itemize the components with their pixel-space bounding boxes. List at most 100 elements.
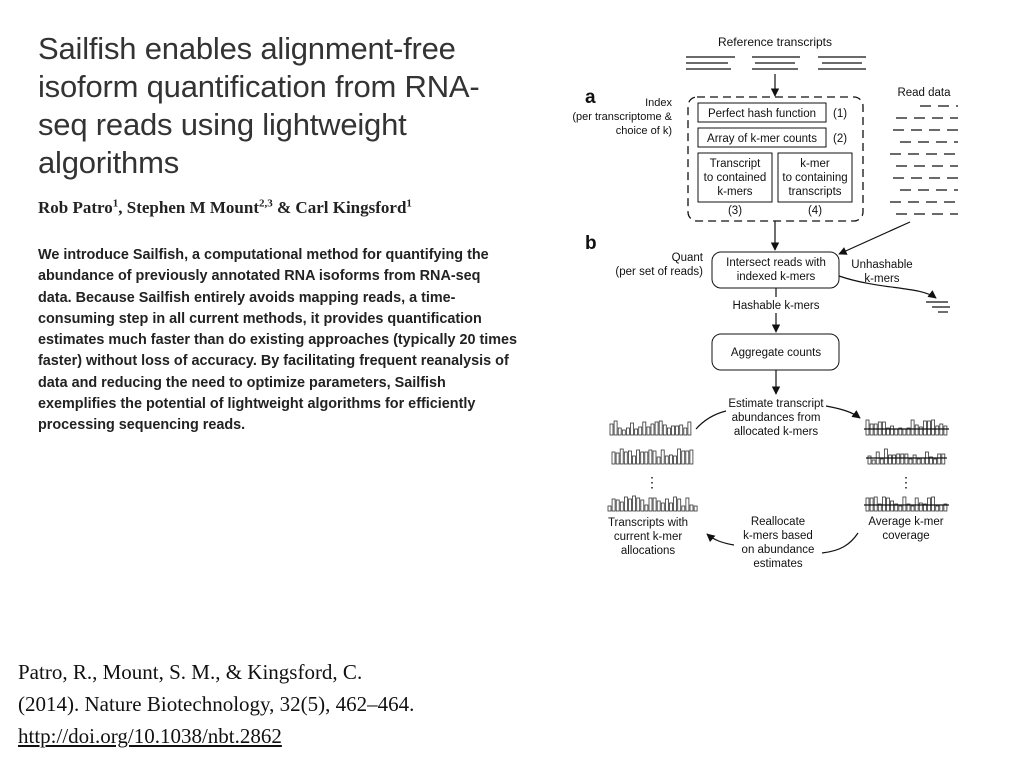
histogram-bar (675, 425, 679, 436)
histogram-bar (615, 452, 620, 465)
histogram-bar (634, 428, 638, 436)
histogram-bar (656, 456, 661, 465)
histogram-bar (685, 450, 690, 465)
histogram-bar (652, 497, 657, 512)
kmer-counts-box (697, 127, 827, 148)
histogram-bar (896, 453, 901, 465)
histogram-bar (642, 421, 647, 436)
histogram-bar (894, 503, 899, 512)
doi-link[interactable]: http://doi.org/10.1038/nbt.2862 (18, 724, 282, 748)
histogram-bar (628, 498, 632, 512)
histogram-bar (636, 449, 640, 465)
histogram-bar (662, 424, 667, 436)
histogram-bar (617, 427, 622, 436)
left-allocation-histograms (607, 420, 698, 512)
histogram-bar (681, 505, 686, 512)
histogram-bar (906, 427, 911, 436)
histogram-bar (658, 420, 663, 436)
histogram-bar (664, 455, 669, 465)
histogram-bar (879, 458, 884, 465)
histogram-bar (918, 426, 923, 436)
box4-line3: transcripts (788, 186, 841, 198)
histogram-bar (613, 420, 618, 436)
panel-a-label: a (585, 87, 596, 108)
histogram-bar (628, 450, 632, 465)
transcripts-with-line3: allocations (621, 545, 676, 557)
histogram-bar (671, 425, 675, 436)
histogram-bar (609, 423, 614, 436)
histogram-bar (939, 504, 944, 512)
histogram-bar (624, 496, 628, 512)
histogram-bar (669, 454, 673, 465)
histogram-bar (910, 419, 915, 436)
sailfish-pipeline-figure: Reference transcripts a Index (per trans… (572, 35, 958, 570)
reallocate-line1: Reallocate (751, 516, 805, 528)
label-3: (3) (728, 205, 742, 217)
histogram-bar (914, 424, 919, 436)
histogram-bar (923, 420, 927, 436)
histogram-bar (931, 419, 935, 436)
histogram-bar (867, 455, 872, 465)
histogram-bar (943, 503, 948, 512)
reallocate-line4: estimates (753, 558, 802, 570)
arrow-alloc-to-estimate (695, 410, 727, 430)
author-2: Stephen M Mount2,3 & (126, 197, 296, 217)
box3-line3: k-mers (717, 186, 752, 198)
histogram-bar (929, 456, 933, 465)
paper-title: Sailfish enables alignment-free isoform … (38, 31, 480, 180)
histogram-bar (611, 451, 616, 465)
kmer-counts-label: Array of k-mer counts (707, 133, 817, 145)
histogram-bar (693, 505, 698, 512)
histogram-bar (615, 499, 620, 512)
reference-transcripts-label: Reference transcripts (718, 35, 832, 49)
histogram-bar (943, 425, 948, 436)
histogram-bar (681, 450, 686, 465)
histogram-bar (621, 429, 626, 436)
histogram-bar (673, 496, 677, 512)
histogram-bar (630, 422, 634, 436)
hashable-label: Hashable k-mers (733, 300, 820, 312)
abstract: We introduce Sailfish, a computational m… (38, 247, 518, 434)
perfect-hash-box (697, 102, 827, 123)
histogram-bar (890, 425, 894, 436)
kmer-to-transcript-box (777, 152, 853, 203)
histogram-bar (927, 420, 931, 436)
histogram-bar (918, 502, 923, 512)
arrow-estimate-to-coverage (825, 405, 861, 419)
histogram-bar (689, 504, 694, 512)
histogram-bar (873, 496, 878, 512)
left-ellipsis: ⋮ (645, 474, 659, 490)
read-dashes (890, 105, 958, 215)
transcripts-with-line1: Transcripts with (608, 517, 688, 529)
arrow-reallocate-to-transcripts (706, 533, 735, 546)
histogram-bar (626, 427, 630, 436)
arrow-coverage-to-reallocate (821, 532, 859, 554)
transcript-to-kmer-box (697, 152, 773, 203)
box4-line1: k-mer (800, 158, 830, 170)
histogram-bar (652, 450, 657, 465)
histogram-bar (687, 421, 692, 436)
histogram-bar (656, 500, 661, 512)
right-ellipsis: ⋮ (899, 474, 913, 490)
histogram-bar (689, 449, 694, 465)
arrow-to-discard (838, 275, 937, 299)
histogram-bar (665, 498, 669, 512)
histogram-bar (685, 497, 690, 512)
histogram-bar (632, 495, 636, 512)
citation-line-2: (2014). Nature Biotechnology, 32(5), 462… (18, 692, 415, 716)
estimate-line2: abundances from (732, 412, 821, 424)
histogram-bar (650, 423, 655, 436)
histogram-bar (882, 496, 886, 512)
histogram-bar (923, 503, 927, 512)
histogram-bar (677, 498, 682, 512)
histogram-bar (636, 497, 641, 512)
avg-coverage-line1: Average k-mer (868, 516, 943, 528)
histogram-bar (894, 428, 899, 436)
histogram-bar (660, 449, 665, 465)
reference-transcript-lines (686, 56, 866, 70)
estimate-line1: Estimate transcript (728, 398, 824, 410)
arrow-reads-to-intersect (838, 221, 911, 255)
histogram-bar (935, 505, 940, 512)
histogram-bar (877, 503, 882, 512)
histogram-bar (646, 426, 651, 436)
